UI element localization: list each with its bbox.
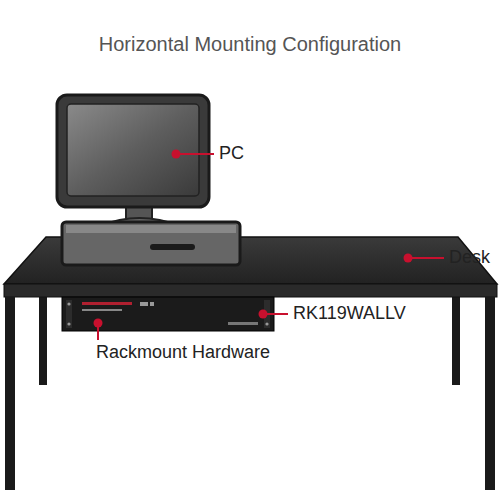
desk-leg: [485, 297, 495, 490]
part-label: PC: [219, 144, 244, 164]
part-label: RK119WALLV: [293, 304, 406, 324]
desk-leg: [39, 290, 47, 385]
part-label: Rackmount Hardware: [96, 343, 270, 363]
rack-device: [62, 297, 274, 331]
desk-edge: [4, 284, 497, 297]
diagram-title: Horizontal Mounting Configuration: [99, 33, 401, 55]
part-label: Desk: [449, 248, 490, 268]
desk-leg: [5, 297, 15, 490]
desk-leg: [452, 290, 460, 385]
leader-lines: [94, 150, 445, 341]
pc-illustration: [57, 95, 240, 265]
